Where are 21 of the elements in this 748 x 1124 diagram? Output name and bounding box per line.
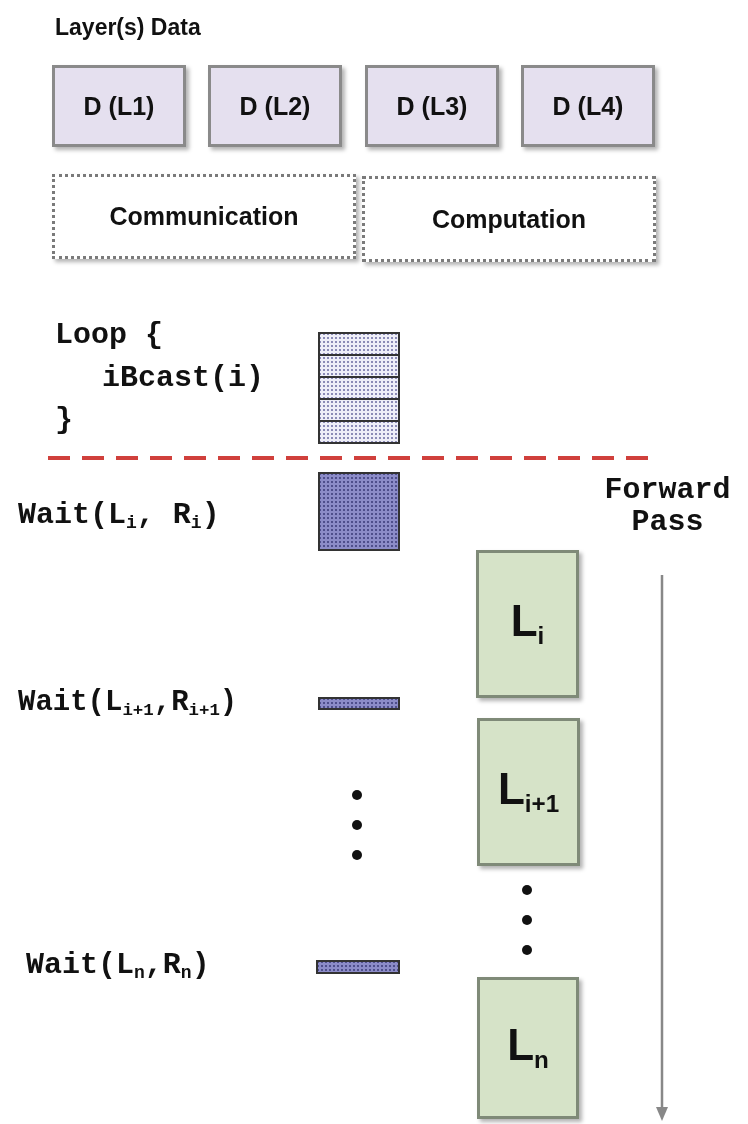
layer-box: L$_{n}$ bbox=[477, 977, 579, 1119]
layer-box: L$_{i+1}$ bbox=[477, 718, 580, 866]
phase-box: Computation bbox=[362, 176, 656, 262]
direction-label: Forward Pass bbox=[603, 475, 732, 538]
message-block bbox=[318, 472, 400, 551]
code-line: } bbox=[55, 405, 73, 437]
layer-box: L$_{i}$ bbox=[476, 550, 579, 698]
code-line: Wait(L$_{i}$, R$_{i}$) bbox=[18, 500, 220, 532]
message-block bbox=[316, 960, 400, 974]
message-queue-drawing bbox=[318, 332, 400, 444]
message-block bbox=[318, 697, 400, 710]
layer-data-box: D (L1) bbox=[52, 65, 186, 147]
layer-data-box: D (L2) bbox=[208, 65, 342, 147]
code-line: Wait(L$_{n}$,R$_{n}$) bbox=[26, 950, 210, 982]
layer-data-box: D (L3) bbox=[365, 65, 499, 147]
section-title: Layer(s) Data bbox=[55, 14, 201, 41]
code-line: iBcast(i) bbox=[102, 363, 265, 395]
layer-data-box: D (L4) bbox=[521, 65, 655, 147]
code-line: Loop { bbox=[55, 320, 164, 352]
code-line: Wait(L$_{i+1}$,R$_{i+1}$) bbox=[18, 688, 238, 719]
phase-box: Communication bbox=[52, 174, 356, 259]
